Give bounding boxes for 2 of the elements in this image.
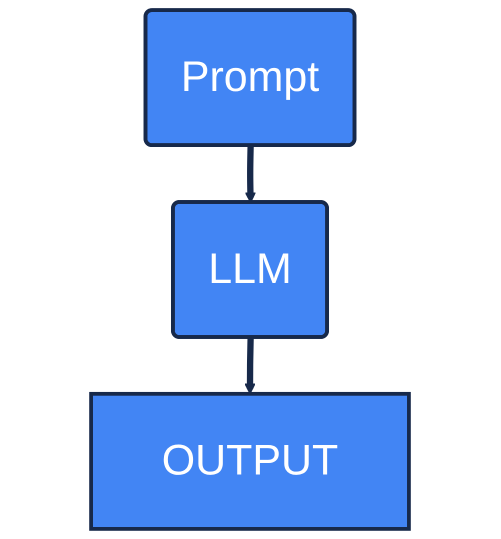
node-box: OUTPUT — [90, 392, 412, 531]
arrow — [244, 338, 256, 394]
